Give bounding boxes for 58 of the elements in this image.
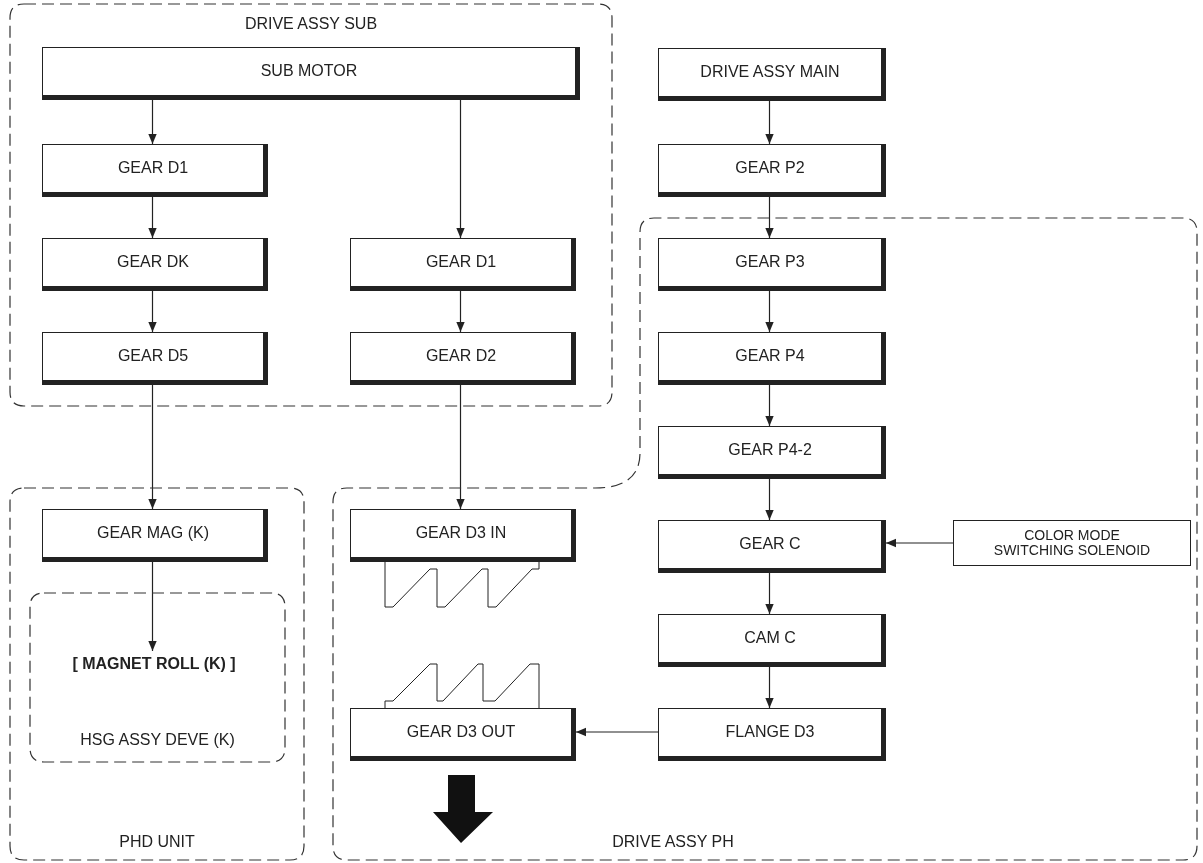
box-label: GEAR D2 bbox=[425, 347, 497, 366]
box-label: GEAR D5 bbox=[117, 347, 189, 366]
box-label: SUB MOTOR bbox=[260, 62, 358, 81]
box-label: GEAR P4-2 bbox=[728, 441, 812, 460]
group-title: DRIVE ASSY SUB bbox=[243, 14, 379, 34]
arrow bbox=[765, 384, 774, 427]
gear-box bbox=[42, 47, 580, 100]
box-label: CAM C bbox=[744, 629, 796, 648]
box-label: GEAR DK bbox=[117, 253, 189, 272]
gear-box bbox=[42, 238, 268, 291]
gear-box bbox=[658, 426, 886, 479]
arrow bbox=[456, 384, 465, 510]
box-label: GEAR C bbox=[739, 535, 801, 554]
gear-box bbox=[42, 332, 268, 385]
arrow bbox=[885, 538, 954, 548]
group-title: DRIVE ASSY PH bbox=[612, 832, 734, 852]
gear-box bbox=[658, 48, 886, 101]
box-label: GEAR P2 bbox=[735, 159, 805, 178]
gear-box bbox=[658, 708, 886, 761]
group-title: HSG ASSY DEVE (K) bbox=[79, 730, 236, 750]
gear-box bbox=[350, 708, 576, 761]
gear-box bbox=[658, 144, 886, 197]
gear-box bbox=[658, 332, 886, 385]
box-label: COLOR MODE SWITCHING SOLENOID bbox=[992, 527, 1152, 559]
box-label: DRIVE ASSY MAIN bbox=[700, 63, 840, 82]
box-label: GEAR D3 OUT bbox=[406, 723, 516, 742]
arrow bbox=[765, 478, 774, 521]
gear-box bbox=[350, 332, 576, 385]
gear-box bbox=[350, 509, 576, 562]
arrow bbox=[148, 561, 157, 652]
box-label: GEAR MAG (K) bbox=[97, 524, 209, 543]
box-label: GEAR P3 bbox=[735, 253, 805, 272]
arrow bbox=[575, 727, 659, 737]
arrow bbox=[148, 99, 157, 145]
arrow bbox=[765, 572, 774, 615]
box-label: FLANGE D3 bbox=[725, 723, 815, 742]
arrow bbox=[456, 99, 465, 239]
arrow bbox=[765, 196, 774, 239]
part-label: [ MAGNET ROLL (K) ] bbox=[72, 654, 236, 674]
box-label: GEAR D1 bbox=[425, 253, 497, 272]
arrow bbox=[148, 384, 157, 510]
group-title: PHD UNIT bbox=[118, 832, 196, 852]
arrow bbox=[148, 196, 157, 239]
box-label: GEAR D1 bbox=[117, 159, 189, 178]
gear-box bbox=[350, 238, 576, 291]
arrow bbox=[765, 100, 774, 145]
gear-box bbox=[658, 614, 886, 667]
box-label: GEAR P4 bbox=[735, 347, 805, 366]
gear-box bbox=[42, 144, 268, 197]
box-label: GEAR D3 IN bbox=[415, 524, 507, 543]
gear-box bbox=[658, 238, 886, 291]
gear-box bbox=[42, 509, 268, 562]
arrow bbox=[148, 290, 157, 333]
arrow bbox=[765, 290, 774, 333]
arrow bbox=[765, 666, 774, 709]
solenoid-box bbox=[953, 520, 1191, 566]
arrow bbox=[456, 290, 465, 333]
gear-box bbox=[658, 520, 886, 573]
